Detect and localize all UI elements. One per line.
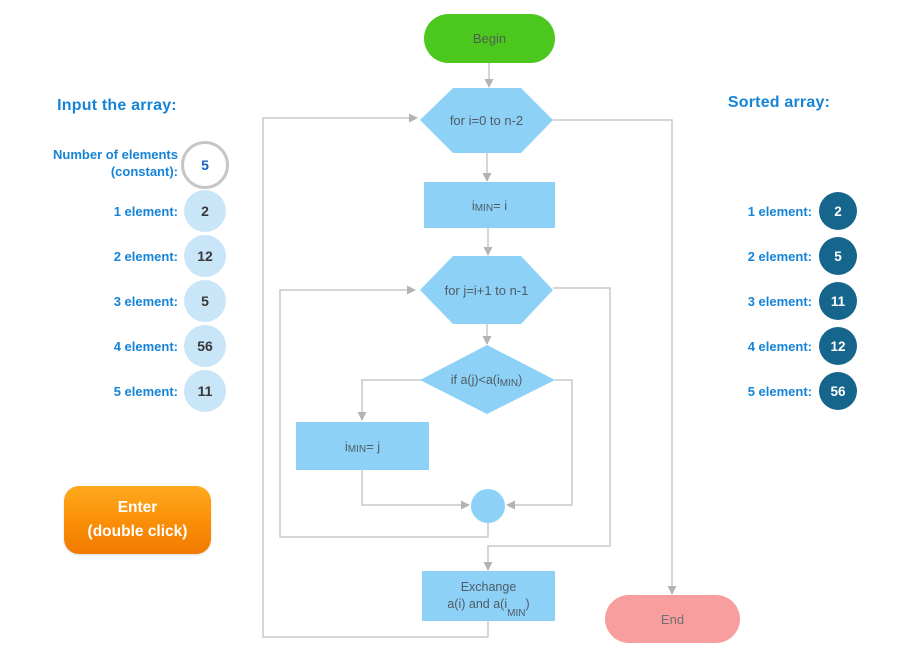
arrowhead-down-icon bbox=[482, 336, 492, 345]
sorted-row-3: 3 element: 11 bbox=[700, 282, 857, 320]
input-row-5: 5 element: 11 bbox=[28, 370, 226, 412]
connector-fori-exit-to-end bbox=[553, 119, 673, 587]
enter-button[interactable]: Enter (double click) bbox=[64, 486, 211, 554]
sorted-row-1-value: 2 bbox=[819, 192, 857, 230]
for-i-loop-node bbox=[420, 88, 553, 153]
arrowhead-down-icon bbox=[483, 562, 493, 571]
flow-connectors bbox=[262, 63, 673, 638]
arrowhead-down-icon bbox=[483, 247, 493, 256]
arrowhead-left-icon bbox=[506, 500, 515, 510]
input-row-2-label: 2 element: bbox=[113, 248, 178, 264]
input-row-4-label: 4 element: bbox=[113, 338, 178, 354]
input-row-5-field[interactable]: 11 bbox=[184, 370, 226, 412]
sorted-row-4: 4 element: 12 bbox=[700, 327, 857, 365]
arrowhead-down-icon bbox=[357, 412, 367, 421]
connector-cond-no-to-junction bbox=[514, 379, 573, 506]
for-j-loop-node bbox=[420, 256, 553, 324]
sorted-row-3-value: 11 bbox=[819, 282, 857, 320]
sorted-row-1: 1 element: 2 bbox=[700, 192, 857, 230]
flow-nodes bbox=[296, 14, 740, 643]
element-count-label: Number of elements (constant): bbox=[18, 147, 178, 181]
input-row-3: 3 element: 5 bbox=[28, 280, 226, 322]
sorted-row-2: 2 element: 5 bbox=[700, 237, 857, 275]
arrowhead-right-icon bbox=[407, 285, 416, 295]
enter-button-line2: (double click) bbox=[87, 523, 188, 540]
element-count-label-line1: Number of elements bbox=[53, 147, 178, 162]
input-row-3-field[interactable]: 5 bbox=[184, 280, 226, 322]
input-row-1-label: 1 element: bbox=[113, 203, 178, 219]
imin-assign-j-node bbox=[296, 422, 429, 470]
end-node bbox=[605, 595, 740, 643]
element-count-field[interactable]: 5 bbox=[181, 141, 229, 189]
connector-iloop-back bbox=[262, 117, 489, 638]
input-row-5-label: 5 element: bbox=[113, 383, 178, 399]
arrowhead-down-icon bbox=[484, 79, 494, 88]
sorted-row-5: 5 element: 56 bbox=[700, 372, 857, 410]
arrowhead-right-icon bbox=[461, 500, 470, 510]
sorted-row-3-label: 3 element: bbox=[747, 293, 812, 309]
connector-jloop-back bbox=[279, 289, 489, 538]
input-panel-title: Input the array: bbox=[57, 97, 177, 114]
sorted-row-2-label: 2 element: bbox=[747, 248, 812, 264]
sorted-row-5-label: 5 element: bbox=[747, 383, 812, 399]
exchange-node bbox=[422, 571, 555, 621]
sorted-row-2-value: 5 bbox=[819, 237, 857, 275]
sorted-row-4-value: 12 bbox=[819, 327, 857, 365]
enter-button-line1: Enter bbox=[117, 498, 158, 516]
input-row-2: 2 element: 12 bbox=[28, 235, 226, 277]
begin-node bbox=[424, 14, 555, 63]
connector-forj-exit-to-exchange bbox=[487, 287, 611, 563]
element-count-label-line2: (constant): bbox=[110, 163, 178, 179]
input-row-1: 1 element: 2 bbox=[28, 190, 226, 232]
junction-node bbox=[471, 489, 505, 523]
sorted-panel-title: Sorted array: bbox=[727, 94, 831, 111]
arrowheads bbox=[357, 79, 677, 595]
input-row-2-field[interactable]: 12 bbox=[184, 235, 226, 277]
arrowhead-down-icon bbox=[482, 173, 492, 182]
input-row-4: 4 element: 56 bbox=[28, 325, 226, 367]
condition-node bbox=[420, 345, 555, 414]
input-row-3-label: 3 element: bbox=[113, 293, 178, 309]
sorted-row-1-label: 1 element: bbox=[747, 203, 812, 219]
connector-cond-to-iminj bbox=[361, 379, 422, 413]
arrowhead-right-icon bbox=[409, 113, 418, 123]
input-row-4-field[interactable]: 56 bbox=[184, 325, 226, 367]
imin-assign-i-node bbox=[424, 182, 555, 228]
sorted-row-5-value: 56 bbox=[819, 372, 857, 410]
connector-iminj-to-junction bbox=[361, 470, 462, 506]
arrowhead-down-icon bbox=[667, 586, 677, 595]
input-row-1-field[interactable]: 2 bbox=[184, 190, 226, 232]
sorted-row-4-label: 4 element: bbox=[747, 338, 812, 354]
